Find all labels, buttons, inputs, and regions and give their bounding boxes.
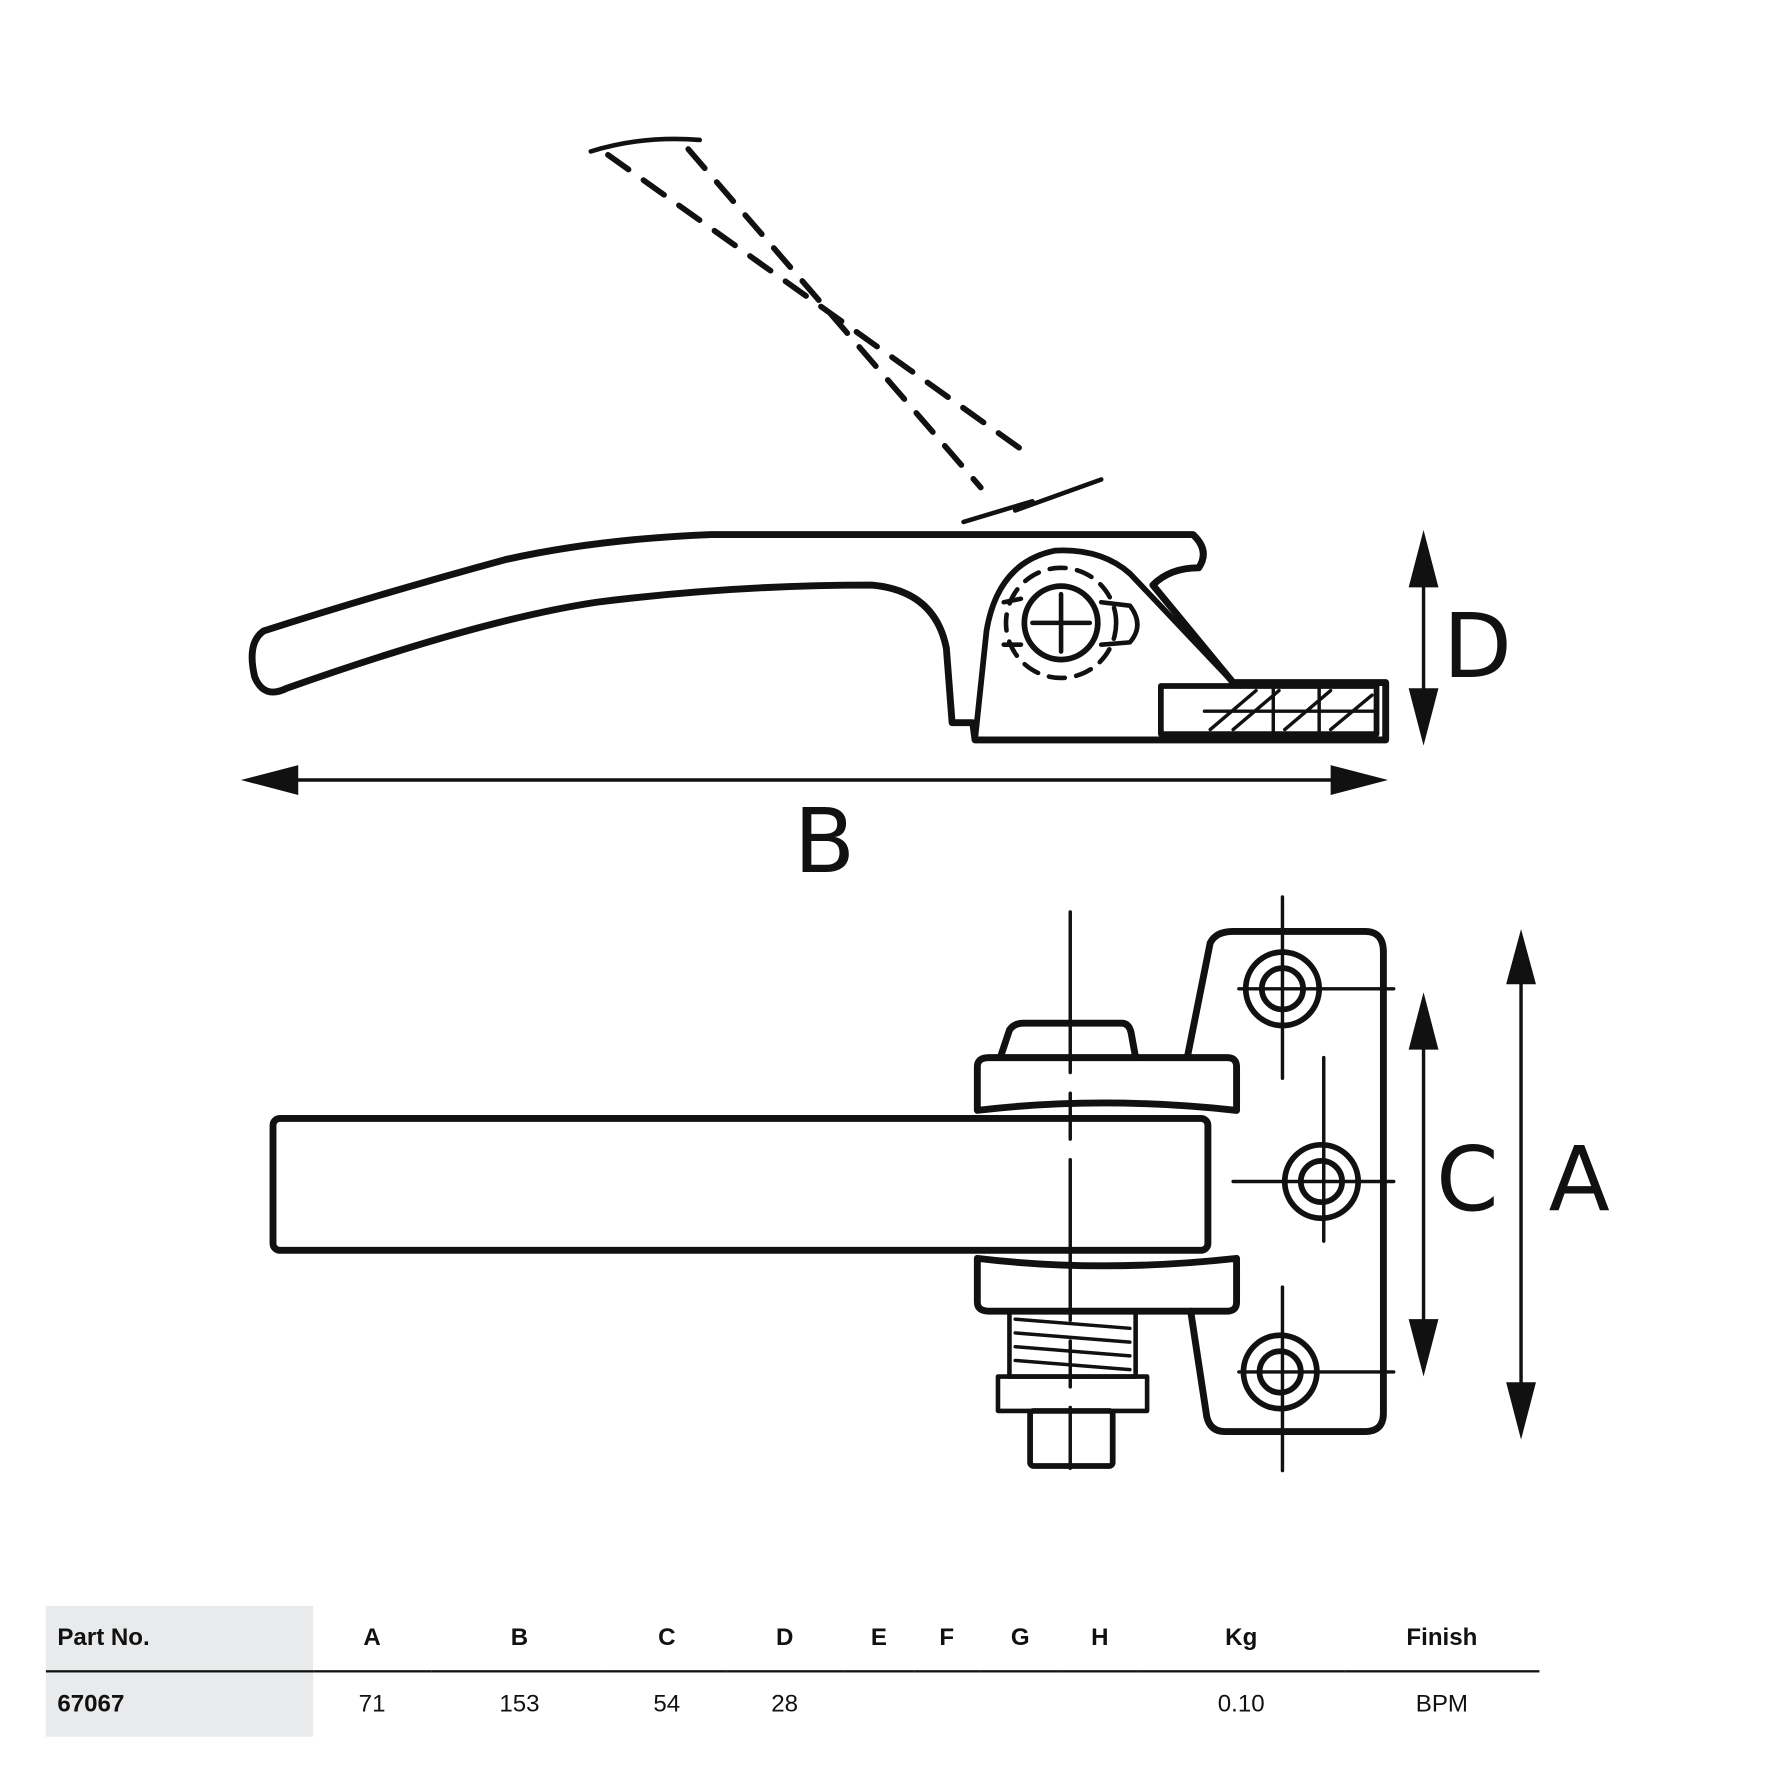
cell-kg: 0.10 [1217,1690,1265,1718]
open-handle-ghost [605,146,1030,491]
header-h: H [1061,1605,1139,1673]
label-b: B [794,790,855,894]
pivot-screw [1021,583,1101,663]
spec-table: Part No. A B C D E F G H Kg Finish 67067… [45,1605,1540,1737]
cell-c: 54 [653,1690,681,1718]
dimension-d [1408,529,1439,746]
cell-h [1062,1671,1139,1736]
break-line [588,136,703,154]
cell-b: 153 [499,1690,540,1718]
cell-finish: BPM [1415,1690,1469,1718]
table-header-row: Part No. A B C D E F G H Kg Finish [45,1605,1540,1673]
handle-side-view [248,531,1390,744]
technical-drawing: D B C A [240,136,1610,1473]
hatching [1202,686,1379,736]
cell-f [914,1671,979,1736]
label-c: C [1436,1128,1498,1232]
cell-e [844,1671,915,1736]
label-d: D [1443,595,1512,699]
header-f: F [914,1605,980,1673]
header-kg: Kg [1138,1605,1345,1673]
header-b: B [431,1605,608,1673]
header-g: G [979,1605,1062,1673]
header-e: E [843,1605,915,1673]
break-line [961,477,1104,525]
cell-d: 28 [771,1690,799,1718]
dimension-c [1408,992,1439,1377]
header-part-no: Part No. [45,1605,314,1673]
cell-g [979,1671,1061,1736]
table-row: 67067 71 153 54 28 0.10 BPM [45,1671,1540,1737]
cell-a: 71 [358,1690,386,1718]
handle-top-view [269,895,1396,1473]
header-d: D [725,1605,844,1673]
header-finish: Finish [1344,1605,1540,1673]
dimension-b [240,765,1388,795]
dimension-a [1506,929,1536,1440]
header-a: A [313,1605,432,1673]
label-a: A [1549,1128,1610,1232]
header-c: C [607,1605,726,1673]
cell-part-no: 67067 [45,1671,314,1737]
